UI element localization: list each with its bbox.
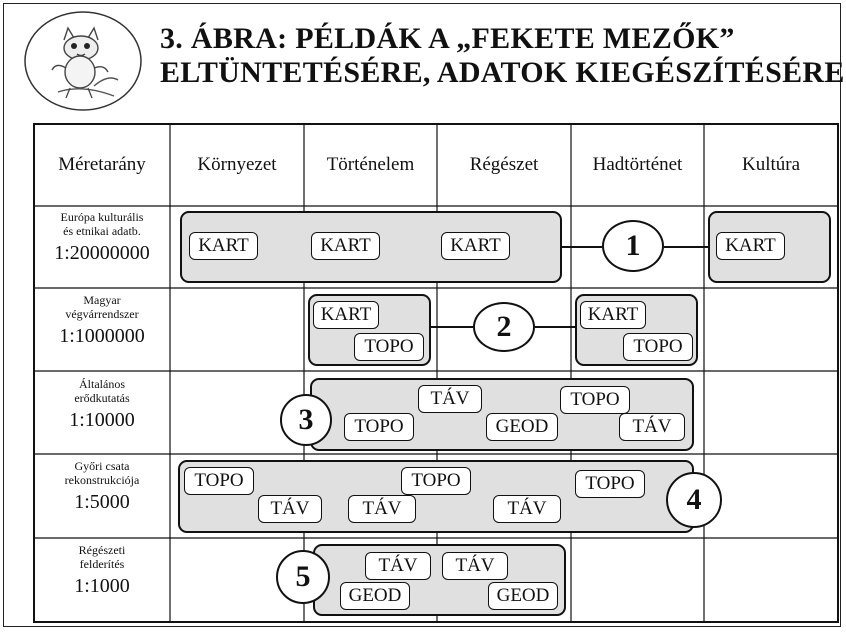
tag-tav: TÁV bbox=[348, 495, 416, 523]
tag-kart: KART bbox=[580, 301, 646, 329]
tag-kart: KART bbox=[716, 232, 785, 260]
tag-geod: GEOD bbox=[488, 582, 558, 610]
tag-topo: TOPO bbox=[560, 386, 630, 414]
page-title: 3. ÁBRA: PÉLDÁK A „FEKETE MEZŐK” ELTÜNTE… bbox=[160, 22, 845, 90]
tag-topo: TOPO bbox=[354, 333, 424, 361]
tag-kart: KART bbox=[311, 232, 380, 260]
tag-topo: TOPO bbox=[184, 467, 254, 495]
row-label-3: Általános erődkutatás 1:10000 bbox=[34, 377, 170, 433]
row-name-line: Régészeti bbox=[78, 543, 126, 557]
row-name-line: végvárrendszer bbox=[65, 307, 139, 321]
row-name-line: rekonstrukciója bbox=[64, 473, 140, 487]
group-number-3: 3 bbox=[280, 394, 332, 446]
column-header-culture: Kultúra bbox=[741, 154, 801, 175]
tag-topo: TOPO bbox=[344, 413, 414, 441]
tag-kart: KART bbox=[313, 301, 379, 329]
row-scale: 1:10000 bbox=[69, 409, 135, 431]
row-name-line: Általános bbox=[79, 377, 125, 391]
row-scale: 1:1000000 bbox=[59, 325, 145, 347]
row-name-line: Magyar bbox=[83, 293, 121, 307]
tag-topo: TOPO bbox=[575, 470, 645, 498]
title-line-1: 3. ÁBRA: PÉLDÁK A „FEKETE MEZŐK” bbox=[160, 22, 735, 55]
connector-line bbox=[664, 246, 708, 248]
page-frame bbox=[3, 3, 841, 627]
row-scale: 1:20000000 bbox=[54, 242, 150, 264]
tag-kart: KART bbox=[441, 232, 510, 260]
tag-topo: TOPO bbox=[623, 333, 693, 361]
row-label-5: Régészeti felderítés 1:1000 bbox=[34, 543, 170, 599]
tag-tav: TÁV bbox=[418, 385, 482, 413]
row-label-4: Győri csata rekonstrukciója 1:5000 bbox=[34, 459, 170, 515]
column-header-archaeology: Régészet bbox=[469, 154, 539, 175]
tag-tav: TÁV bbox=[619, 413, 685, 441]
tag-kart: KART bbox=[189, 232, 258, 260]
row-scale: 1:1000 bbox=[74, 575, 130, 597]
row-name-line: felderítés bbox=[79, 557, 125, 571]
tag-geod: GEOD bbox=[340, 582, 410, 610]
row-name-line: Európa kulturális bbox=[60, 210, 144, 224]
row-name-line: erődkutatás bbox=[74, 391, 130, 405]
connector-line bbox=[431, 326, 473, 328]
column-header-history: Történelem bbox=[326, 154, 415, 175]
tag-geod: GEOD bbox=[486, 413, 558, 441]
tag-tav: TÁV bbox=[365, 552, 431, 580]
row-name-line: Győri csata bbox=[74, 459, 130, 473]
row-scale: 1:5000 bbox=[74, 491, 130, 513]
cartoon-cat-icon bbox=[24, 11, 142, 111]
connector-line bbox=[562, 246, 602, 248]
connector-line bbox=[535, 326, 575, 328]
row-name-line: és etnikai adatb. bbox=[63, 224, 141, 238]
tag-tav: TÁV bbox=[258, 495, 322, 523]
title-line-2: ELTÜNTETÉSÉRE, ADATOK KIEGÉSZÍTÉSÉRE bbox=[160, 56, 845, 89]
group-number-1: 1 bbox=[602, 220, 664, 272]
row-label-1: Európa kulturális és etnikai adatb. 1:20… bbox=[34, 210, 170, 266]
tag-tav: TÁV bbox=[442, 552, 508, 580]
group-number-5: 5 bbox=[276, 550, 330, 604]
group-number-2: 2 bbox=[473, 302, 535, 352]
column-header-military-history: Hadtörténet bbox=[592, 154, 683, 175]
column-header-environment: Környezet bbox=[197, 154, 277, 175]
column-header-scale: Méretarány bbox=[58, 154, 146, 175]
tag-tav: TÁV bbox=[493, 495, 561, 523]
group-number-4: 4 bbox=[666, 472, 722, 528]
row-label-2: Magyar végvárrendszer 1:1000000 bbox=[34, 293, 170, 349]
tag-topo: TOPO bbox=[401, 467, 471, 495]
